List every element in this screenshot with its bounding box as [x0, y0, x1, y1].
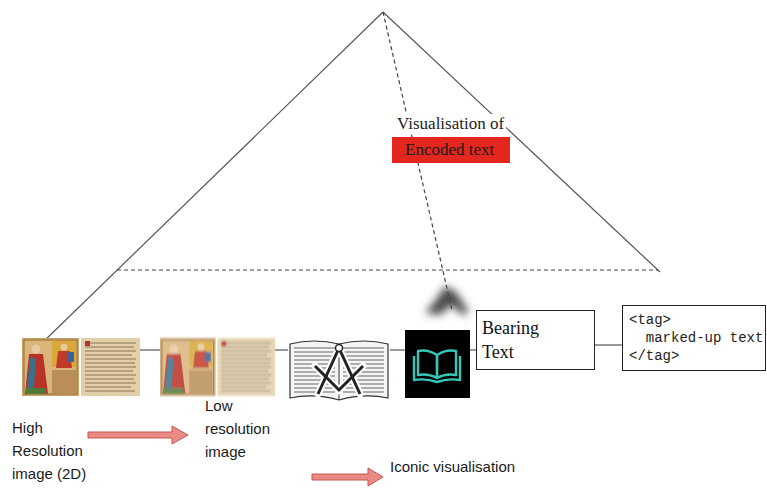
- blurred-icon: [425, 286, 468, 316]
- book-engraving-part: [336, 345, 343, 352]
- book-engraving-part-part: [315, 366, 363, 390]
- manuscript-image-low-res: [160, 338, 275, 396]
- manuscript-image-part: [22, 338, 140, 396]
- caption-label: Low resolution image: [205, 394, 287, 463]
- connector-line: [595, 344, 622, 345]
- pyramid-outline: [40, 12, 660, 345]
- blurred-icon-part: [425, 286, 468, 316]
- pyramid-outline-part: [383, 12, 660, 272]
- encoded-text-box: Visualisation ofEncoded text: [392, 137, 510, 163]
- node-text: </tag>: [629, 347, 759, 365]
- book-engraving-part-part: [294, 348, 335, 349]
- book-engraving-part-part: [294, 392, 335, 393]
- caption-label: High Resolution image (2D): [12, 416, 100, 485]
- caption-label: Iconic visualisation: [390, 455, 515, 478]
- text-box: Bearing Text: [476, 310, 595, 370]
- book-engraving-part-part: [294, 356, 335, 357]
- book-engraving-part: [315, 348, 363, 394]
- node-text: Encoded text: [405, 140, 497, 160]
- book-engraving-part-part: [318, 348, 360, 394]
- book-engraving-part-part: [294, 388, 335, 389]
- book-engraving-part-part: [343, 388, 384, 389]
- book-engraving-part-part: [343, 348, 384, 349]
- node-text: <tag>: [629, 311, 759, 329]
- book-engraving-part-part: [294, 360, 335, 361]
- book-engraving-part-part: [343, 356, 384, 357]
- book-icon-part-part: [414, 356, 460, 382]
- manuscript-image-low-res-part: [160, 338, 275, 396]
- node-text: Bearing Text: [482, 316, 557, 364]
- heading-text: Visualisation of: [395, 114, 506, 134]
- book-engraving-part: [315, 348, 363, 394]
- dashed-guide-part: [117, 269, 658, 270]
- book-icon-part-part: [418, 351, 437, 379]
- book-icon-part: [405, 330, 470, 398]
- dashed-guide: [117, 12, 658, 310]
- markup-box: <tag>marked-up text</tag>: [622, 305, 766, 371]
- book-engraving-part-part: [343, 352, 384, 353]
- book-engraving-part-part: [343, 392, 384, 393]
- connector-line-part: [140, 349, 160, 350]
- book-engraving-part: [290, 341, 388, 400]
- book-icon: [405, 330, 470, 398]
- book-engraving-part-part: [294, 352, 335, 353]
- book-icon-part: [414, 351, 460, 383]
- connector-line-part: [390, 349, 405, 350]
- connector-line-part: [275, 349, 288, 350]
- book-engraving-part-part: [343, 360, 384, 361]
- progression-arrow-part: [312, 468, 383, 486]
- pyramid-outline-part: [40, 12, 383, 345]
- book-engraving: [290, 341, 388, 400]
- node-text: marked-up text: [629, 329, 759, 347]
- book-icon-part-part: [437, 351, 456, 379]
- progression-arrow-part: [88, 426, 188, 444]
- manuscript-image: [22, 338, 140, 396]
